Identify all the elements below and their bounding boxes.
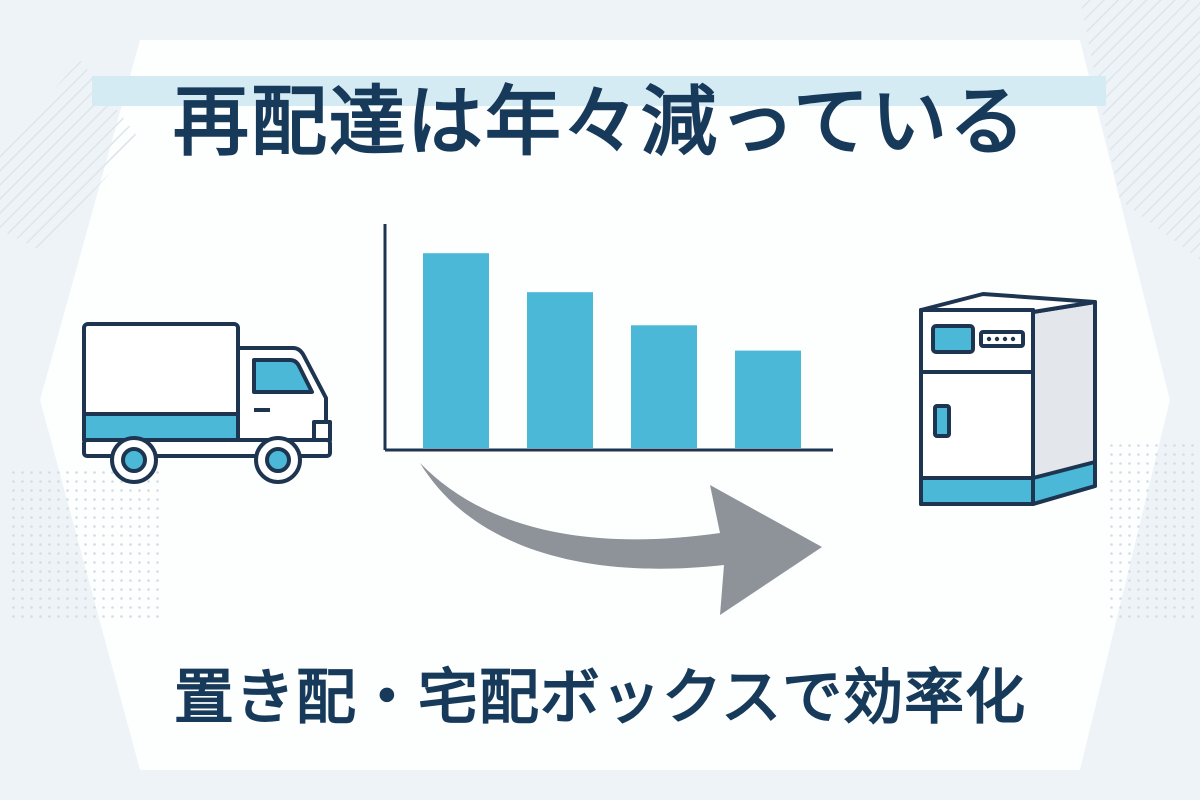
bottom-caption: 置き配・宅配ボックスで効率化 bbox=[173, 663, 1027, 733]
headline-container: 再配達は年々減っている bbox=[0, 62, 1200, 182]
dot-decoration-left bbox=[10, 470, 160, 620]
headline: 再配達は年々減っている bbox=[172, 77, 1028, 166]
bar-chart bbox=[383, 224, 833, 452]
chart-bar-2 bbox=[527, 292, 593, 448]
curved-arrow-icon bbox=[420, 463, 822, 615]
delivery-box-locker-icon bbox=[919, 292, 1097, 506]
chart-bar-4 bbox=[735, 350, 801, 448]
chart-bar-1 bbox=[423, 253, 489, 448]
stripe-decoration-right bbox=[1080, 0, 1200, 260]
delivery-truck-icon bbox=[82, 322, 332, 484]
stripe-decoration-left bbox=[0, 60, 140, 250]
bottom-caption-container: 置き配・宅配ボックスで効率化 bbox=[0, 648, 1200, 748]
headline-highlight bbox=[92, 76, 1106, 106]
center-panel bbox=[40, 40, 1170, 770]
chart-bar-3 bbox=[631, 325, 697, 448]
dot-decoration-right bbox=[1110, 440, 1200, 620]
